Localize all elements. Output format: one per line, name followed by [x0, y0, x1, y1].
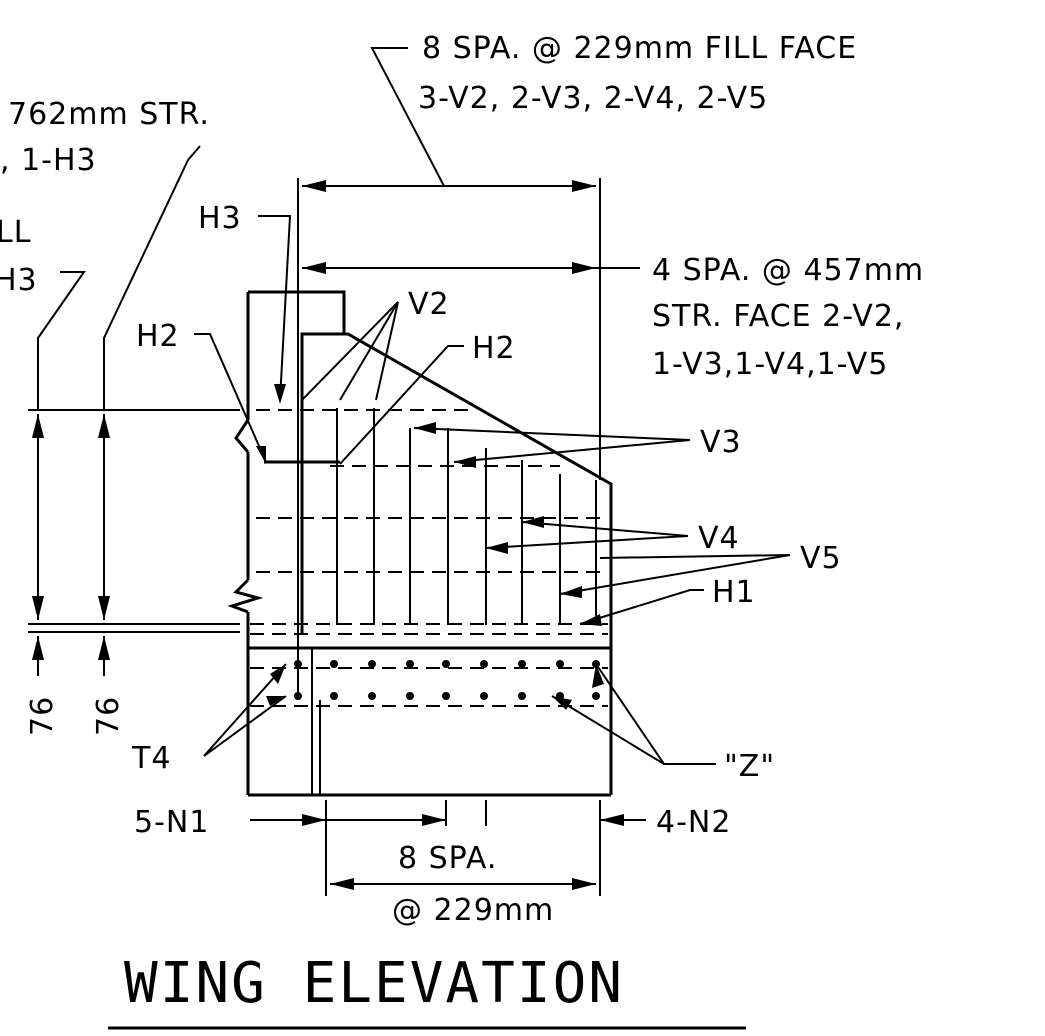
label-left-str-1: 762mm STR.: [8, 97, 210, 132]
label-left-str-2: , 1-H3: [0, 143, 97, 178]
label-n2: 4-N2: [656, 805, 731, 840]
label-str-face-3: 1-V3,1-V4,1-V5: [652, 347, 888, 382]
left-dimensions: [28, 145, 240, 676]
label-v4: V4: [698, 521, 740, 556]
label-dim-76-a: 76: [25, 696, 60, 736]
label-bottom-spa-2: @ 229mm: [392, 893, 554, 928]
label-t4: T4: [131, 741, 171, 776]
label-h1: H1: [712, 575, 756, 610]
top-dimensions: [297, 47, 640, 480]
label-left-fill-1: LL: [0, 215, 31, 250]
label-h2-right: H2: [472, 331, 516, 366]
wall-outline: [227, 290, 613, 797]
footing-bar-dots: [294, 660, 600, 700]
label-h2-left: H2: [136, 319, 180, 354]
label-str-face-1: 4 SPA. @ 457mm: [652, 253, 924, 288]
label-h3: H3: [198, 201, 242, 236]
label-v3: V3: [700, 425, 742, 460]
vertical-bars: [297, 400, 597, 700]
label-top-fill-face-2: 3-V2, 2-V3, 2-V4, 2-V5: [418, 81, 768, 116]
callout-leaders: [194, 215, 791, 765]
bottom-dimensions: [250, 800, 646, 896]
labels: 8 SPA. @ 229mm FILL FACE 3-V2, 2-V3, 2-V…: [0, 31, 924, 1030]
label-top-fill-face-1: 8 SPA. @ 229mm FILL FACE: [422, 31, 857, 66]
label-dim-76-b: 76: [91, 696, 126, 736]
label-bottom-spa-1: 8 SPA.: [398, 841, 497, 876]
label-v5: V5: [800, 541, 842, 576]
label-z: "Z": [724, 749, 775, 784]
horizontal-bars: [250, 409, 608, 707]
drawing-title: WING ELEVATION: [124, 951, 624, 1016]
label-left-fill-2: H3: [0, 263, 38, 298]
label-n1: 5-N1: [134, 805, 209, 840]
label-v2: V2: [408, 287, 450, 322]
label-str-face-2: STR. FACE 2-V2,: [652, 299, 904, 334]
